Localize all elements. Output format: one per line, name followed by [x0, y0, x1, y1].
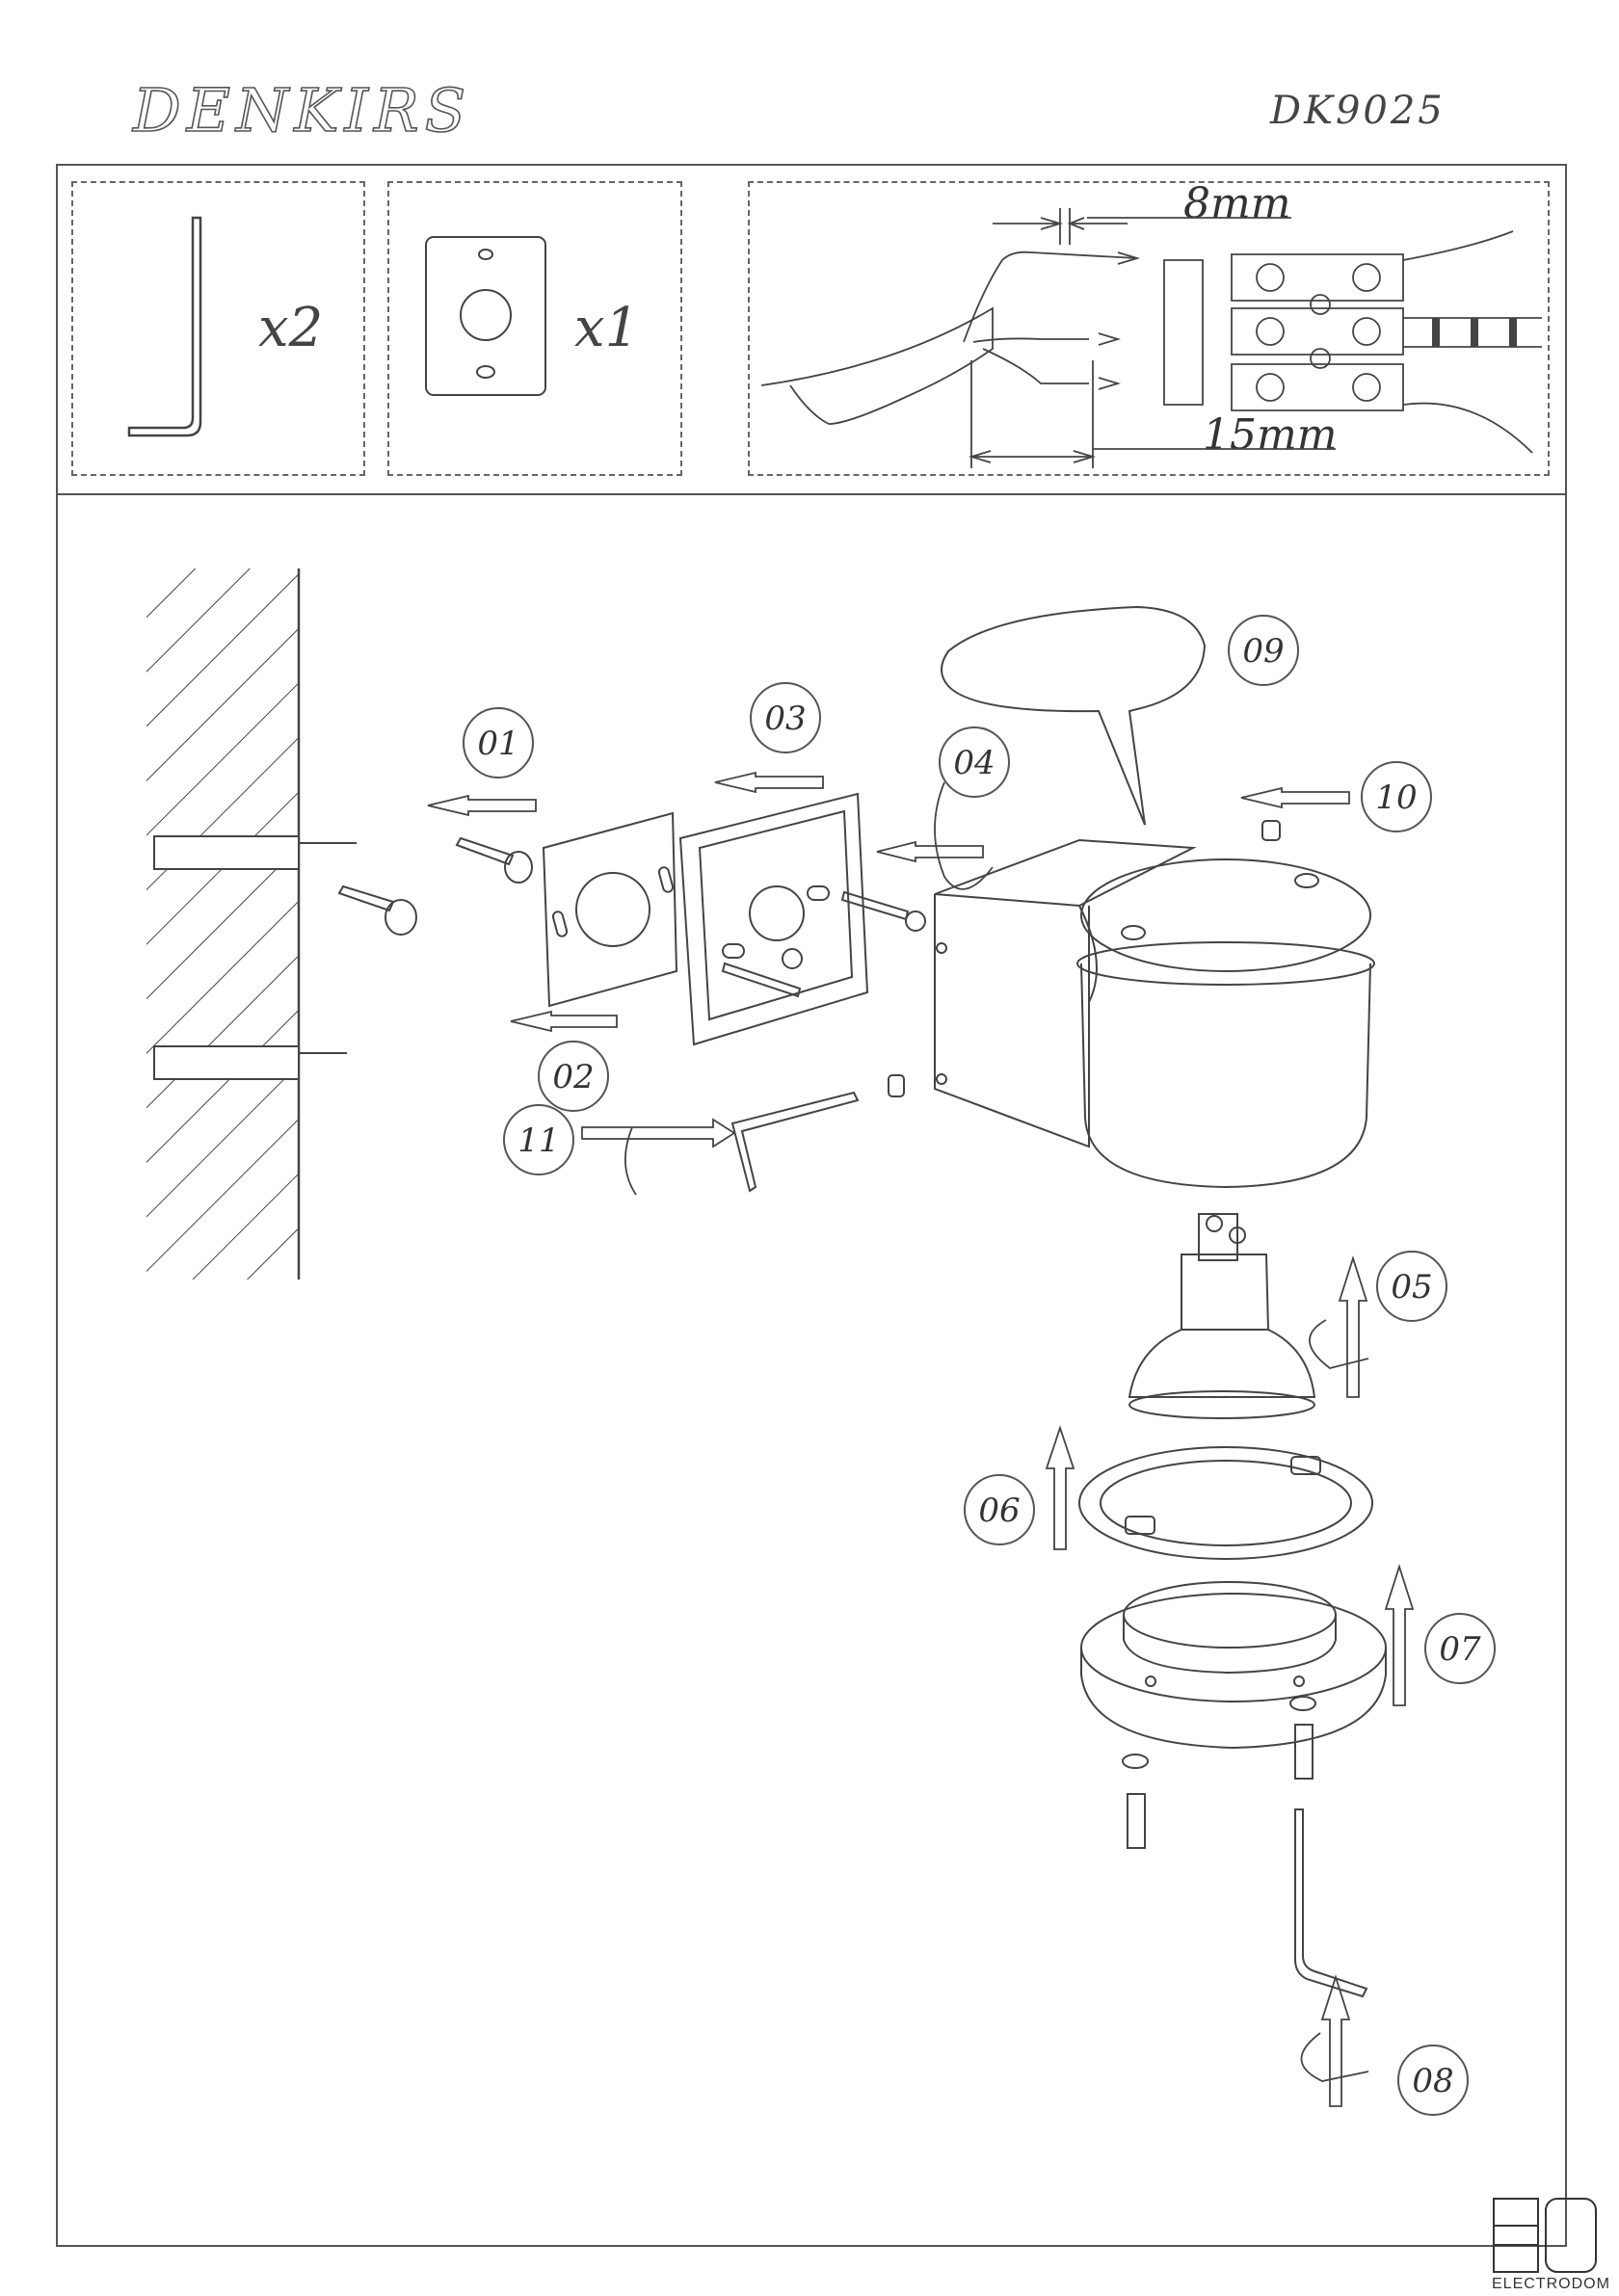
retaining-ring-icon: [1079, 1447, 1372, 1559]
front-ring-icon: [1081, 1582, 1386, 1748]
step-06-badge: 06: [964, 1474, 1035, 1545]
wall-screw-icon: [339, 838, 532, 935]
hex-key-icon: [129, 218, 200, 435]
diagram-frame: [56, 164, 1567, 2247]
wiring-callout: [942, 607, 1205, 825]
strip-length-15mm: 15mm: [1203, 410, 1338, 460]
mounting-plate-icon: [426, 237, 545, 395]
hex-key-11-icon: [732, 1093, 858, 1191]
plate-quantity: x1: [574, 297, 640, 359]
wiring-box: [748, 181, 1550, 476]
step-02-badge: 02: [538, 1041, 609, 1112]
step-07-badge: 07: [1424, 1613, 1496, 1684]
hex-key-quantity: x2: [258, 297, 324, 359]
step-08-badge: 08: [1397, 2045, 1469, 2116]
accessory-box-plate: [387, 181, 682, 476]
direction-arrows: [428, 773, 1413, 2106]
wall-section: [146, 568, 357, 1280]
brand-logo: DENKIRS: [132, 74, 472, 146]
step-11-badge: 11: [503, 1104, 574, 1175]
hex-key-08-icon: [1295, 1809, 1367, 1996]
electrodom-logo-text: ELECTRODOM: [1492, 2276, 1610, 2292]
strip-length-8mm: 8mm: [1183, 179, 1291, 228]
model-number: DK9025: [1270, 89, 1446, 133]
step-05-badge: 05: [1376, 1251, 1447, 1322]
step-04-badge: 04: [939, 726, 1010, 798]
mounting-plate-exploded: [544, 813, 677, 1006]
step-01-badge: 01: [463, 707, 534, 779]
section-divider: [56, 493, 1567, 495]
step-10-badge: 10: [1361, 761, 1432, 832]
fixture-body: [889, 821, 1374, 1187]
wiring-detail-icon: [761, 208, 1542, 468]
set-screw-icon: [1123, 1697, 1315, 1848]
gu10-bulb-icon: [1129, 1214, 1314, 1418]
back-box: [680, 794, 925, 1044]
accessory-box-hex-key: [71, 181, 365, 476]
step-03-badge: 03: [750, 682, 821, 753]
step-09-badge: 09: [1228, 615, 1299, 686]
